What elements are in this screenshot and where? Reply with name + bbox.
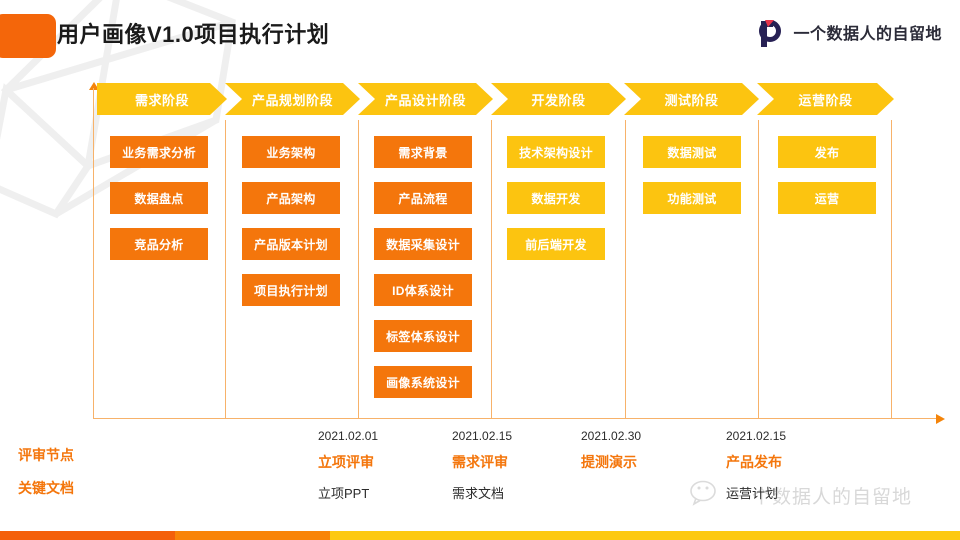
milestone-2: 2021.02.15 需求评审 需求文档 xyxy=(452,429,602,502)
document-row-label: 关键文档 xyxy=(18,480,74,496)
task-box[interactable]: 标签体系设计 xyxy=(374,320,472,352)
footer-strip-segment xyxy=(175,531,330,540)
phase-segment-5[interactable]: 测试阶段 xyxy=(624,83,759,115)
phase-label: 产品规划阶段 xyxy=(251,92,333,108)
q-logo-icon xyxy=(756,18,784,47)
column-divider xyxy=(758,120,760,419)
milestone-3: 2021.02.30 提测演示 xyxy=(581,429,731,483)
phase-label: 测试阶段 xyxy=(664,92,719,108)
vertical-axis-arrow xyxy=(89,82,99,90)
milestone-date: 2021.02.15 xyxy=(726,429,787,443)
milestone-document: 运营计划 xyxy=(726,486,779,501)
task-box[interactable]: 运营 xyxy=(778,182,876,214)
task-box[interactable]: 业务需求分析 xyxy=(110,136,208,168)
phase-segment-3[interactable]: 产品设计阶段 xyxy=(358,83,493,115)
column-divider xyxy=(358,120,360,419)
phase-segment-6[interactable]: 运营阶段 xyxy=(757,83,894,115)
task-column-development: 技术架构设计 数据开发 前后端开发 xyxy=(507,136,605,260)
phase-label: 运营阶段 xyxy=(798,92,853,108)
task-box[interactable]: 技术架构设计 xyxy=(507,136,605,168)
task-box[interactable]: 数据盘点 xyxy=(110,182,208,214)
task-box[interactable]: 竞品分析 xyxy=(110,228,208,260)
task-box[interactable]: 业务架构 xyxy=(242,136,340,168)
column-divider xyxy=(891,120,893,419)
task-column-requirements: 业务需求分析 数据盘点 竞品分析 xyxy=(110,136,208,260)
milestone-4: 2021.02.15 产品发布 运营计划 xyxy=(726,429,876,502)
task-box[interactable]: 画像系统设计 xyxy=(374,366,472,398)
task-box[interactable]: 发布 xyxy=(778,136,876,168)
task-box[interactable]: 数据测试 xyxy=(643,136,741,168)
task-box[interactable]: 功能测试 xyxy=(643,182,741,214)
footer-strip-segment xyxy=(0,531,175,540)
phase-segment-2[interactable]: 产品规划阶段 xyxy=(225,83,360,115)
milestone-review: 需求评审 xyxy=(452,454,508,470)
task-box[interactable]: 前后端开发 xyxy=(507,228,605,260)
task-box[interactable]: 产品流程 xyxy=(374,182,472,214)
phase-label: 产品设计阶段 xyxy=(384,92,466,108)
task-column-operations: 发布 运营 xyxy=(778,136,876,214)
task-box[interactable]: ID体系设计 xyxy=(374,274,472,306)
horizontal-axis-arrow xyxy=(936,414,945,424)
task-column-testing: 数据测试 功能测试 xyxy=(643,136,741,214)
task-box[interactable]: 项目执行计划 xyxy=(242,274,340,306)
milestone-document: 立项PPT xyxy=(318,486,370,501)
task-column-product-design: 需求背景 产品流程 数据采集设计 ID体系设计 标签体系设计 画像系统设计 xyxy=(374,136,472,398)
footer-color-strip xyxy=(0,531,960,540)
milestone-1: 2021.02.01 立项评审 立项PPT xyxy=(318,429,468,502)
milestone-document: 需求文档 xyxy=(452,486,505,501)
phase-label: 开发阶段 xyxy=(531,92,586,108)
page-title: 用户画像V1.0项目执行计划 xyxy=(57,22,330,47)
title-accent-badge xyxy=(0,14,56,58)
phase-chevron-bar: 需求阶段 产品规划阶段 产品设计阶段 开发阶段 测试阶段 运营阶段 xyxy=(97,83,894,115)
horizontal-axis-line xyxy=(93,418,940,420)
column-divider xyxy=(491,120,493,419)
footer-strip-segment xyxy=(330,531,960,540)
review-row-label: 评审节点 xyxy=(18,447,74,463)
column-divider xyxy=(625,120,627,419)
phase-label: 需求阶段 xyxy=(134,92,189,108)
milestone-review: 立项评审 xyxy=(318,454,374,470)
task-box[interactable]: 需求背景 xyxy=(374,136,472,168)
task-box[interactable]: 产品架构 xyxy=(242,182,340,214)
phase-segment-1[interactable]: 需求阶段 xyxy=(97,83,227,115)
milestone-review: 产品发布 xyxy=(726,454,782,470)
task-column-product-planning: 业务架构 产品架构 产品版本计划 项目执行计划 xyxy=(242,136,340,306)
milestone-date: 2021.02.01 xyxy=(318,429,379,443)
milestone-review: 提测演示 xyxy=(581,454,637,470)
task-box[interactable]: 产品版本计划 xyxy=(242,228,340,260)
wechat-icon xyxy=(690,480,724,511)
brand-name: 一个数据人的自留地 xyxy=(793,26,942,43)
task-box[interactable]: 数据采集设计 xyxy=(374,228,472,260)
milestone-date: 2021.02.30 xyxy=(581,429,642,443)
phase-segment-4[interactable]: 开发阶段 xyxy=(491,83,626,115)
brand-block: 一个数据人的自留地 xyxy=(756,17,942,47)
vertical-axis-line xyxy=(93,88,95,419)
milestone-date: 2021.02.15 xyxy=(452,429,513,443)
column-divider xyxy=(225,120,227,419)
task-box[interactable]: 数据开发 xyxy=(507,182,605,214)
